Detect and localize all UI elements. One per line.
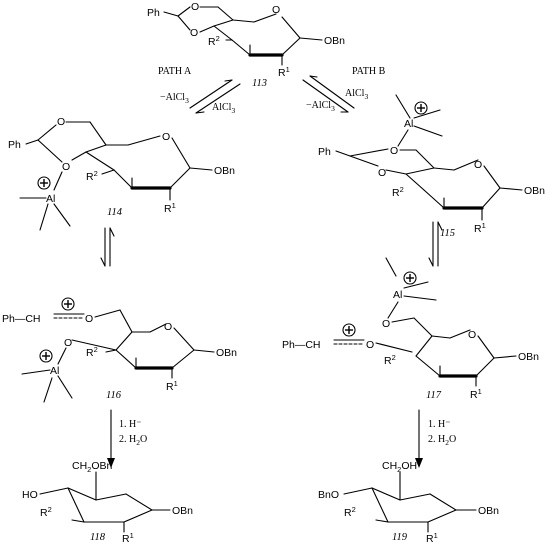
r2-label: R2: [86, 169, 98, 183]
compound-116: Ph—CH O O O R2 R1 OBn Al 116: [2, 297, 237, 403]
r1-label: R1: [166, 379, 178, 393]
obn-label: OBn: [324, 35, 345, 47]
ch2obn-label: CH2OBn: [72, 460, 113, 474]
ring-oxygen-label: O: [164, 321, 172, 333]
aluminum-label: Al: [393, 289, 402, 301]
obn-label: OBn: [478, 505, 499, 517]
acetal-oxygen-label: O: [190, 27, 198, 39]
obn-label: OBn: [524, 185, 545, 197]
compound-118: CH2OBn HO OBn R2 R1 118: [22, 460, 193, 544]
ring-o-label: O: [64, 337, 72, 349]
reagent-water: 2. H2O: [428, 434, 456, 447]
compound-113: Ph O O O R2 R1 OBn 113: [147, 1, 345, 89]
obn-label: OBn: [518, 351, 539, 363]
compound-number-117: 117: [426, 390, 442, 401]
ch2oh-label: CH2OH: [382, 460, 417, 474]
reduction-arrow: 1. H⁻ 2. H2O: [107, 409, 147, 468]
obn-label: OBn: [216, 347, 237, 359]
r2-label: R2: [86, 345, 98, 359]
acetal-oxygen-label: O: [62, 161, 70, 173]
ring-oxygen-label: O: [468, 329, 476, 341]
acetal-oxygen-label: O: [57, 116, 65, 128]
reagent-minus-alcl3: −AlCl3: [306, 100, 335, 113]
equilibrium-arrow: [100, 227, 115, 267]
compound-number-116: 116: [106, 390, 122, 401]
acetal-oxygen-label: O: [191, 1, 199, 13]
reagent-alcl3: AlCl3: [345, 88, 368, 101]
r1-label: R1: [474, 221, 486, 235]
compound-number-115: 115: [440, 228, 455, 239]
compound-number-114: 114: [107, 207, 123, 218]
acetal-oxygen-label: O: [378, 167, 386, 179]
oxocarbenium-oxygen-label: O: [366, 339, 374, 351]
benzylidene-label: Ph—CH: [2, 313, 41, 325]
r1-label: R1: [426, 531, 438, 544]
compound-115: Al Ph O O O R2 R1 OBn 115: [318, 94, 545, 239]
benzyloxy-label: BnO: [318, 489, 339, 501]
path-b-label: PATH B: [352, 66, 386, 77]
r1-label: R1: [164, 201, 176, 215]
reagent-alcl3: AlCl3: [212, 102, 235, 115]
reduction-arrow: 1. H⁻ 2. H2O: [415, 409, 456, 468]
r1-label: R1: [278, 65, 290, 79]
aluminum-label: Al: [404, 118, 413, 130]
compound-number-113: 113: [252, 78, 267, 89]
reagent-minus-alcl3: −AlCl3: [160, 92, 189, 105]
path-a-label: PATH A: [158, 66, 192, 77]
compound-114: Ph O O O R2 R1 OBn Al 114: [8, 116, 235, 231]
benzylidene-label: Ph—CH: [282, 339, 321, 351]
obn-label: OBn: [214, 165, 235, 177]
path-b: PATH B AlCl3 −AlCl3: [302, 66, 386, 113]
obn-label: OBn: [172, 505, 193, 517]
ring-o-label: O: [382, 318, 390, 330]
reagent-water: 2. H2O: [119, 434, 147, 447]
phenyl-label: Ph: [318, 146, 331, 158]
compound-number-118: 118: [90, 532, 106, 543]
ring-oxygen-label: O: [272, 4, 280, 16]
r2-label: R2: [392, 185, 404, 199]
compound-number-119: 119: [392, 532, 408, 543]
r2-label: R2: [40, 505, 52, 519]
r2-label: R2: [384, 353, 396, 367]
r1-label: R1: [470, 387, 482, 401]
acetal-oxygen-label: O: [390, 145, 398, 157]
equilibrium-arrow: [428, 221, 443, 267]
reagent-hydride: 1. H⁻: [119, 419, 142, 430]
r1-label: R1: [122, 531, 134, 544]
r2-label: R2: [344, 505, 356, 519]
compound-117: Al O Ph—CH O O R2 R1 OBn 117: [282, 257, 539, 401]
ring-oxygen-label: O: [162, 131, 170, 143]
reagent-hydride: 1. H⁻: [428, 419, 451, 430]
r2-label: R2: [208, 34, 220, 48]
phenyl-label: Ph: [8, 139, 21, 151]
oxocarbenium-oxygen-label: O: [85, 313, 93, 325]
hydroxyl-label: HO: [22, 489, 38, 501]
ring-oxygen-label: O: [474, 159, 482, 171]
aluminum-label: Al: [50, 365, 59, 377]
aluminum-label: Al: [46, 193, 55, 205]
path-a: PATH A −AlCl3 AlCl3: [158, 66, 241, 115]
phenyl-label: Ph: [147, 7, 160, 19]
compound-119: CH2OH BnO OBn R2 R1 119: [318, 460, 499, 544]
